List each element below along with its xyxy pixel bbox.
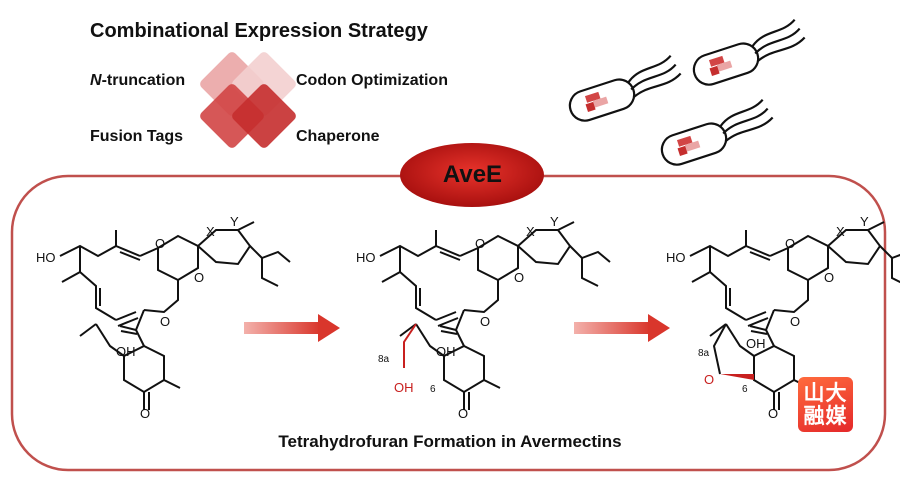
product-8a-label: 8a xyxy=(698,348,710,359)
label-codon-optimization: Codon Optimization xyxy=(296,72,448,89)
intermediate-6-label: 6 xyxy=(430,384,436,395)
substrate-oh-label: OH xyxy=(116,344,136,359)
product-o-ester-label: O xyxy=(790,314,800,329)
product-furan-o-label: O xyxy=(704,372,714,387)
intermediate-ho-label: HO xyxy=(356,250,376,265)
label-chaperone: Chaperone xyxy=(296,128,380,145)
product-o-spiro-label: O xyxy=(824,270,834,285)
intermediate-ketone-label: O xyxy=(458,406,468,421)
intermediate-o-ring-label: O xyxy=(475,236,485,251)
substrate-o-ring-label: O xyxy=(155,236,165,251)
molecule-intermediate xyxy=(379,221,611,411)
molecule-substrate xyxy=(59,221,291,411)
watermark-line-2: 融媒 xyxy=(803,403,848,428)
product-oh-label: OH xyxy=(746,336,766,351)
reaction-caption: Tetrahydrofuran Formation in Avermectins xyxy=(278,432,622,451)
substrate-x-label: X xyxy=(206,224,215,239)
bacteria-group xyxy=(568,18,806,166)
substrate-y-label: Y xyxy=(230,214,239,229)
substrate-o-ester-label: O xyxy=(160,314,170,329)
molecule-product xyxy=(689,221,900,411)
strategy-diamonds xyxy=(200,52,296,148)
figure-title: Combinational Expression Strategy xyxy=(90,20,428,42)
product-ketone-label: O xyxy=(768,406,778,421)
product-o-ring-label: O xyxy=(785,236,795,251)
intermediate-oh-label: OH xyxy=(436,344,456,359)
product-6-label: 6 xyxy=(742,384,748,395)
label-n-rest: -truncation xyxy=(101,72,186,89)
substrate-o-spiro-label: O xyxy=(194,270,204,285)
label-fusion-tags: Fusion Tags xyxy=(90,128,184,145)
substrate-ho-label: HO xyxy=(36,250,56,265)
product-ho-label: HO xyxy=(666,250,686,265)
watermark-logo: 山大 融媒 xyxy=(798,377,853,432)
product-y-label: Y xyxy=(860,214,869,229)
intermediate-y-label: Y xyxy=(550,214,559,229)
watermark-line-1: 山大 xyxy=(803,380,848,405)
substrate-ketone-label: O xyxy=(140,406,150,421)
intermediate-red-oh-label: OH xyxy=(394,380,414,395)
reaction-arrow-1 xyxy=(244,314,340,342)
label-n-italic: N xyxy=(90,72,102,89)
intermediate-x-label: X xyxy=(526,224,535,239)
label-n-truncation: N-truncation xyxy=(90,72,185,90)
intermediate-o-spiro-label: O xyxy=(514,270,524,285)
enzyme-label: AveE xyxy=(442,161,503,188)
intermediate-o-ester-label: O xyxy=(480,314,490,329)
intermediate-8a-label: 8a xyxy=(378,354,390,365)
product-x-label: X xyxy=(836,224,845,239)
enzyme-oval xyxy=(400,143,544,207)
reaction-arrow-2 xyxy=(574,314,670,342)
